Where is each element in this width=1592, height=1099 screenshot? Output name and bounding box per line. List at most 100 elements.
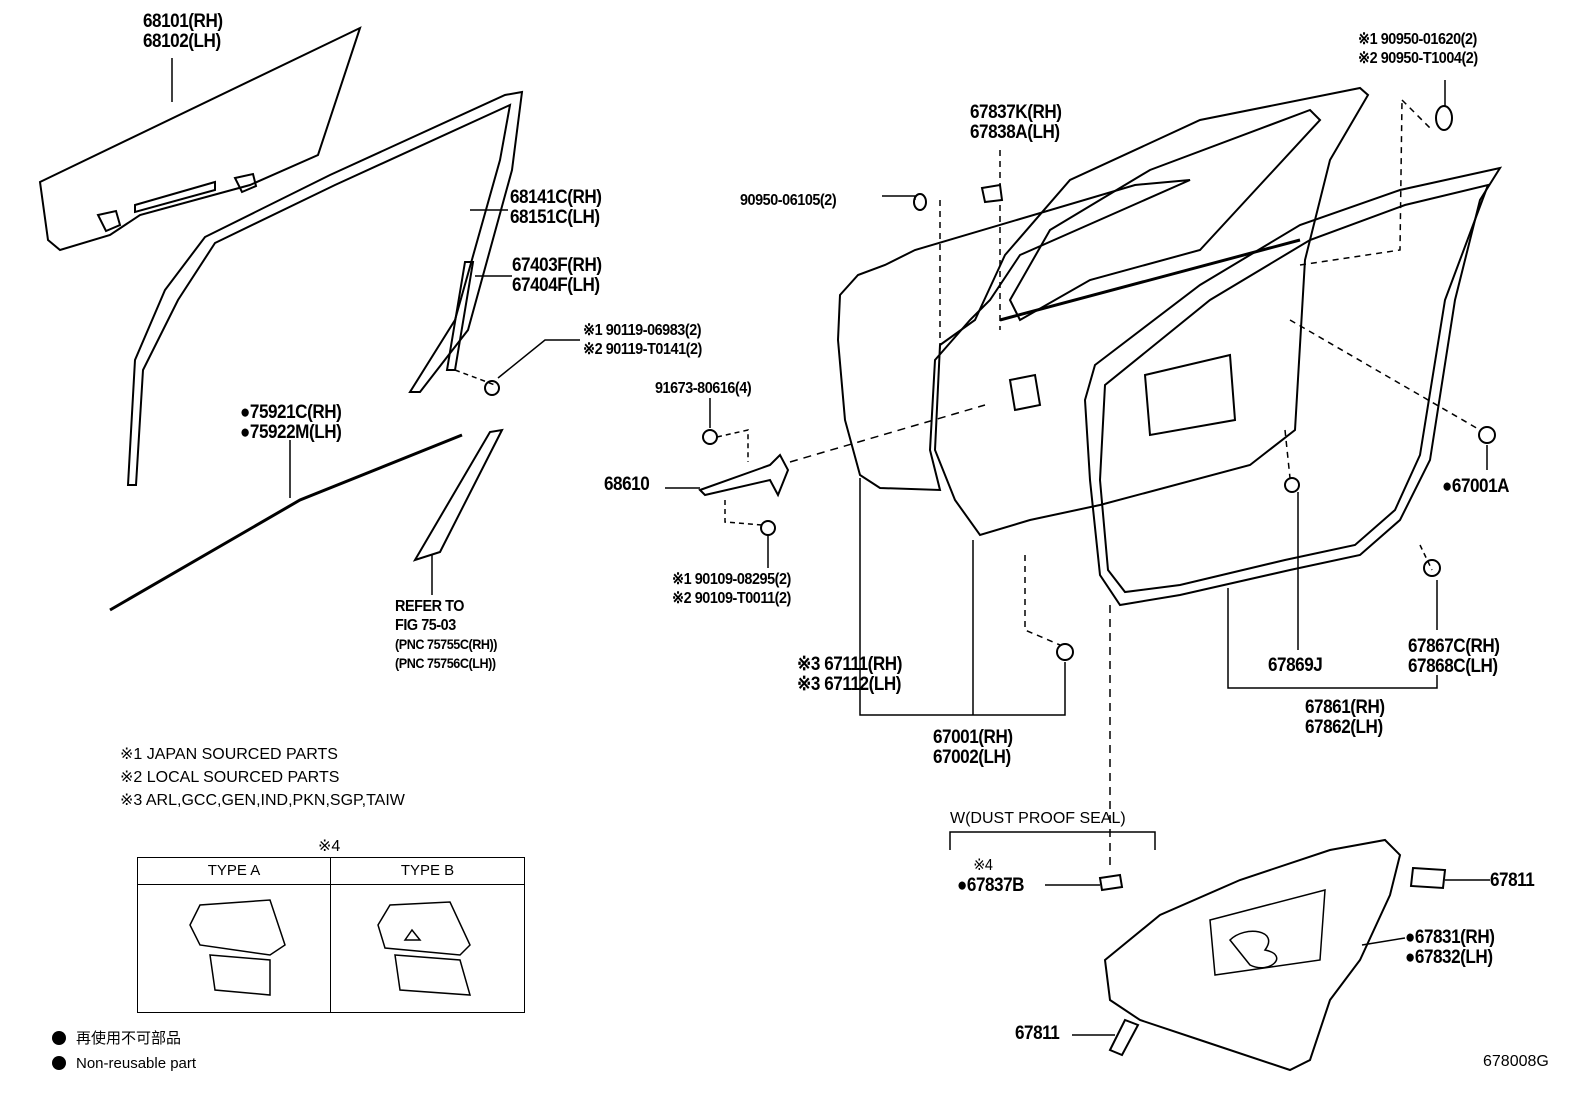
door-check (698, 453, 790, 498)
note-1: ※1 JAPAN SOURCED PARTS (120, 746, 338, 763)
refer-text: REFER TO (395, 598, 464, 615)
check-bolt (702, 429, 718, 445)
part-number: ※2 90119-T0141(2) (583, 341, 702, 358)
label-glass: 68101(RH)68102(LH) (143, 12, 223, 52)
part-number: 67002(LH) (933, 747, 1011, 768)
note-2: ※2 LOCAL SOURCED PARTS (120, 769, 340, 786)
belt-molding (109, 433, 463, 612)
plug (1435, 105, 1453, 131)
part-number: ●75921C(RH) (240, 402, 342, 423)
door-outer-panel (836, 179, 1191, 492)
non-reusable-dot-icon (52, 1031, 66, 1045)
label-plug-2: ※1 90950-01620(2) ※2 90950-T1004(2) (1358, 30, 1478, 68)
legend-en: Non-reusable part (52, 1054, 196, 1074)
part-number: 68102(LH) (143, 31, 221, 52)
refer-text: FIG 75-03 (395, 617, 456, 634)
label-seal-b: ※4●67837B (957, 856, 1025, 896)
label-tape-2: 67811 (1015, 1023, 1060, 1044)
legend-jp-text: 再使用不可部品 (76, 1030, 182, 1047)
bolt-3 (1056, 643, 1074, 661)
legend-jp: 再使用不可部品 (52, 1029, 181, 1049)
type-a-seal (189, 899, 286, 996)
part-number: ※1 90950-01620(2) (1358, 31, 1477, 48)
part-number: 67001(RH) (933, 727, 1013, 748)
label-refer: REFER TO FIG 75-03 (PNC 75755C(RH)) (PNC 75… (395, 597, 497, 673)
part-number: 68141C(RH) (510, 187, 602, 208)
part-number: ※1 90109-08295(2) (672, 571, 791, 588)
type-a-label: TYPE A (207, 862, 261, 879)
label-service-hole-cover: ●67831(RH)●67832(LH) (1405, 927, 1495, 968)
label-check-bolts: ※1 90109-08295(2) ※2 90109-T0011(2) (672, 570, 791, 608)
arrow-mark (403, 928, 422, 941)
service-hole-cover (1103, 838, 1402, 1072)
part-number: ●67832(LH) (1405, 947, 1493, 968)
type-table: TYPE A TYPE B (137, 857, 525, 1013)
part-number: ※2 90950-T1004(2) (1358, 50, 1478, 67)
type-table-header (138, 858, 524, 885)
part-number: 67838A(LH) (970, 122, 1060, 143)
dust-seal (1098, 873, 1124, 892)
non-reusable-dot-icon (52, 1056, 66, 1070)
label-channel-bolts: ※1 90119-06983(2) ※2 90119-T0141(2) (583, 321, 702, 359)
clip-c (1423, 559, 1441, 577)
part-number: ※1 90119-06983(2) (583, 322, 702, 339)
clip (1478, 426, 1496, 444)
run-channel (126, 90, 524, 486)
glass-bracket (134, 180, 216, 214)
part-number: ※3 67111(RH) (797, 654, 902, 675)
garnish (412, 428, 504, 562)
part-number: 67403F(RH) (512, 255, 602, 276)
part-number: 67868C(LH) (1408, 656, 1498, 677)
part-number: 68101(RH) (143, 11, 223, 32)
label-bracket: 67837K(RH)67838A(LH) (970, 102, 1062, 143)
check-bolt-2 (760, 520, 776, 536)
notes: ※1 JAPAN SOURCED PARTS ※2 LOCAL SOURCED … (120, 743, 405, 812)
part-number: ※4 (973, 857, 993, 874)
label-weatherstrip: 67861(RH)67862(LH) (1305, 698, 1385, 738)
type-table-divider (330, 858, 331, 1012)
label-door-check: 68610 (604, 474, 650, 495)
part-number: ※3 67112(LH) (797, 674, 901, 695)
label-check-bolt: 91673-80616(4) (655, 380, 752, 397)
glass-clip (96, 172, 258, 233)
tape (1409, 866, 1447, 890)
label-run-channel: 68141C(RH)68151C(LH) (510, 187, 602, 228)
part-number: 67862(LH) (1305, 717, 1383, 738)
label-panel-sub: ※3 67111(RH)※3 67112(LH) (797, 655, 902, 695)
part-number: 68151C(LH) (510, 207, 600, 228)
type-table-title: ※4 (318, 838, 341, 855)
part-number: ●75922M(LH) (240, 422, 342, 443)
note-3: ※3 ARL,GCC,GEN,IND,PKN,SGP,TAIW (120, 792, 405, 809)
door-frame (933, 86, 1370, 537)
label-tape: 67811 (1490, 870, 1535, 891)
part-number: ※2 90109-T0011(2) (672, 590, 791, 607)
label-clip-j: 67869J (1268, 655, 1323, 676)
part-number: ●67831(RH) (1405, 927, 1495, 948)
label-rear-channel: 67403F(RH)67404F(LH) (512, 256, 602, 296)
label-door-panel: 67001(RH)67002(LH) (933, 728, 1013, 768)
type-b-seal (377, 901, 472, 996)
part-number: 67861(RH) (1305, 697, 1385, 718)
refer-text: (PNC 75755C(RH)) (395, 636, 498, 652)
label-clip-c: 67867C(RH)67868C(LH) (1408, 636, 1500, 677)
door-weatherstrip (1083, 166, 1503, 607)
tape-2 (1108, 1018, 1140, 1057)
label-belt-molding: ●75921C(RH)●75922M(LH) (240, 402, 342, 443)
legend-en-text: Non-reusable part (76, 1055, 197, 1072)
part-number: ●67837B (957, 875, 1025, 896)
type-b-label: TYPE B (400, 862, 455, 879)
label-clip-a: ●67001A (1442, 476, 1510, 497)
rear-channel (445, 261, 475, 371)
label-plug: 90950-06105(2) (740, 192, 837, 209)
figure-code: 678008G (1483, 1053, 1549, 1070)
part-number: 67867C(RH) (1408, 636, 1500, 657)
label-dust-seal: W(DUST PROOF SEAL) (950, 810, 1126, 827)
bolt (484, 380, 500, 396)
bracket (980, 183, 1004, 204)
refer-text: (PNC 75756C(LH)) (395, 655, 496, 671)
part-number: 67837K(RH) (970, 102, 1062, 123)
part-number: 67404F(LH) (512, 275, 600, 296)
clip-j (1284, 477, 1300, 493)
door-glass (38, 26, 362, 252)
